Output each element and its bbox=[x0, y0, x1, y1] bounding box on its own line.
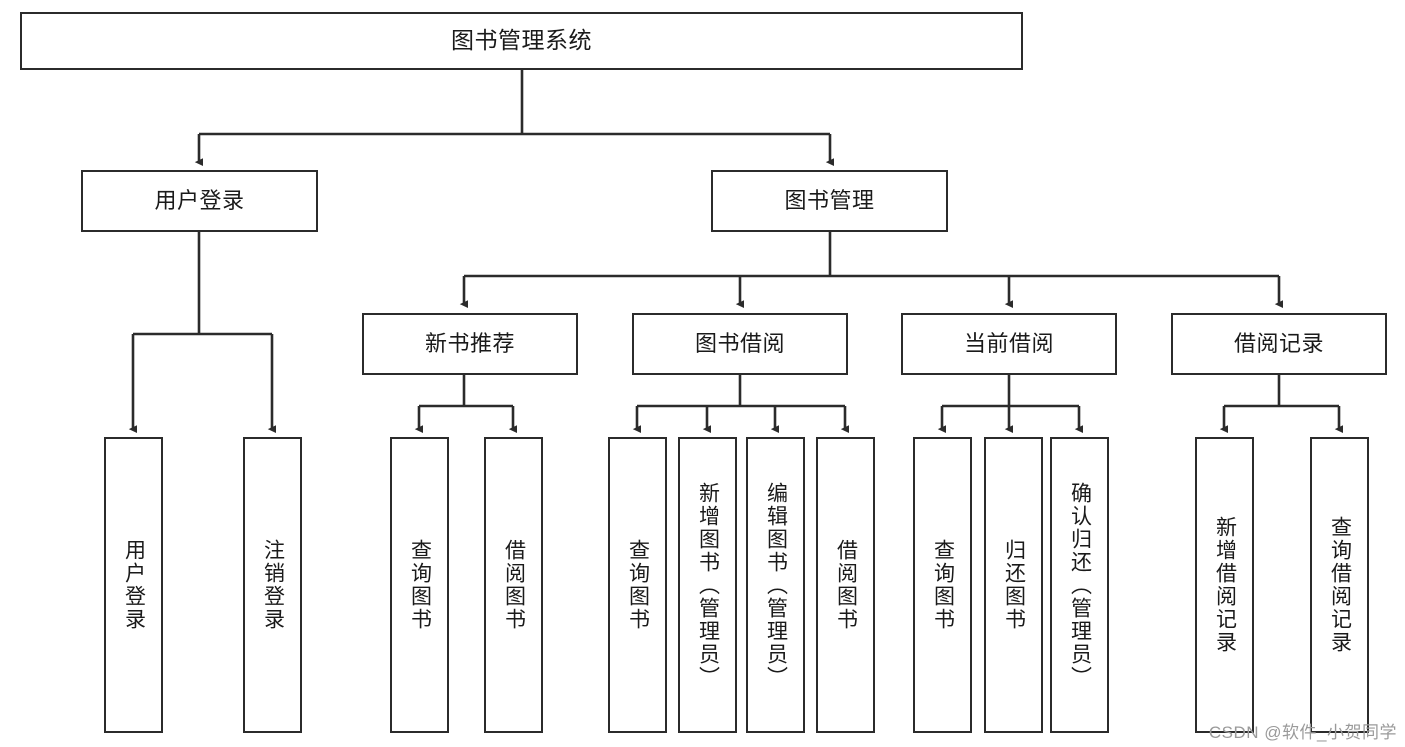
node-label: 借阅图书 bbox=[502, 539, 526, 631]
leaf-borrow-add-book-admin[interactable]: 新增图书（管理员） bbox=[678, 437, 737, 733]
node-book-management[interactable]: 图书管理 bbox=[711, 170, 948, 232]
leaf-current-return-book[interactable]: 归还图书 bbox=[984, 437, 1043, 733]
leaf-recommend-query-book[interactable]: 查询图书 bbox=[390, 437, 449, 733]
node-label: 查询图书 bbox=[931, 539, 955, 631]
csdn-watermark: CSDN @软件_小贺同学 bbox=[1208, 723, 1397, 742]
leaf-record-add-record[interactable]: 新增借阅记录 bbox=[1195, 437, 1254, 733]
leaf-record-query-record[interactable]: 查询借阅记录 bbox=[1310, 437, 1369, 733]
node-label: 确认归还（管理员） bbox=[1068, 481, 1092, 689]
node-borrow-record[interactable]: 借阅记录 bbox=[1171, 313, 1387, 375]
leaf-borrow-edit-book-admin[interactable]: 编辑图书（管理员） bbox=[746, 437, 805, 733]
node-label: 图书管理 bbox=[784, 188, 875, 214]
leaf-current-confirm-return-admin[interactable]: 确认归还（管理员） bbox=[1050, 437, 1109, 733]
node-label: 新书推荐 bbox=[424, 331, 515, 357]
node-label: 用户登录 bbox=[122, 539, 146, 631]
node-label: 查询图书 bbox=[408, 539, 432, 631]
node-label: 图书管理系统 bbox=[451, 27, 592, 54]
node-label: 新增图书（管理员） bbox=[696, 481, 720, 689]
node-label: 图书借阅 bbox=[694, 331, 785, 357]
leaf-user-login-logout[interactable]: 注销登录 bbox=[243, 437, 302, 733]
node-label: 借阅图书 bbox=[834, 539, 858, 631]
node-user-login[interactable]: 用户登录 bbox=[81, 170, 318, 232]
node-label: 当前借阅 bbox=[963, 331, 1054, 357]
node-current-borrow[interactable]: 当前借阅 bbox=[901, 313, 1117, 375]
leaf-user-login-signin[interactable]: 用户登录 bbox=[104, 437, 163, 733]
node-label: 归还图书 bbox=[1002, 539, 1026, 631]
node-root-system[interactable]: 图书管理系统 bbox=[20, 12, 1023, 70]
node-new-book-recommend[interactable]: 新书推荐 bbox=[362, 313, 578, 375]
leaf-borrow-query-book[interactable]: 查询图书 bbox=[608, 437, 667, 733]
node-label: 查询图书 bbox=[626, 539, 650, 631]
node-label: 用户登录 bbox=[154, 188, 245, 214]
node-label: 新增借阅记录 bbox=[1213, 516, 1237, 654]
node-label: 借阅记录 bbox=[1233, 331, 1324, 357]
leaf-current-query-book[interactable]: 查询图书 bbox=[913, 437, 972, 733]
node-label: 注销登录 bbox=[261, 539, 285, 631]
node-label: 编辑图书（管理员） bbox=[764, 481, 788, 689]
node-book-borrow[interactable]: 图书借阅 bbox=[632, 313, 848, 375]
leaf-recommend-borrow-book[interactable]: 借阅图书 bbox=[484, 437, 543, 733]
node-label: 查询借阅记录 bbox=[1328, 516, 1352, 654]
leaf-borrow-borrow-book[interactable]: 借阅图书 bbox=[816, 437, 875, 733]
